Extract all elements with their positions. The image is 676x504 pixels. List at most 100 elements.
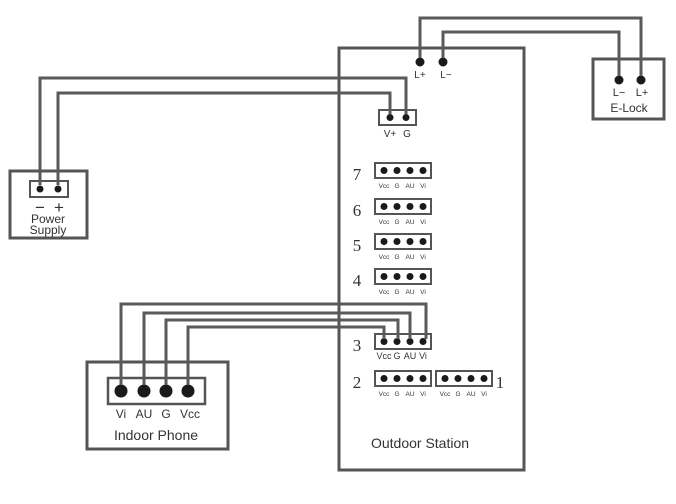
port-1-pin-label-vcc: Vcc (440, 391, 452, 398)
port-5-pin-vi (419, 238, 427, 245)
port-6-pin-label-vcc: Vcc (379, 219, 391, 226)
port-3-pin-label-vi: Vi (419, 351, 427, 361)
port-6-pin-g (393, 203, 401, 210)
port-6-connector (374, 198, 432, 215)
port-1-pin-g (454, 375, 462, 382)
elock-terminal-plus (636, 75, 646, 85)
indoor-pin-g (159, 384, 173, 398)
indoor-phone-box (85, 360, 230, 451)
power-supply-box (8, 169, 89, 240)
lock-terminal-plus-label: L+ (414, 70, 426, 81)
port-6-pin-label-g: G (394, 219, 399, 226)
elock-plus-label: L+ (636, 87, 649, 99)
indoor-pin-label-g: G (161, 407, 170, 421)
port-1-pin-vcc (441, 375, 449, 382)
port-5-pin-au (406, 238, 414, 245)
port-7-pin-vi (419, 167, 427, 174)
port-7-connector (374, 162, 432, 179)
power-input-ground (402, 114, 410, 121)
power-supply-title-2: Supply (30, 223, 67, 237)
port-5-pin-label-vi: Vi (420, 254, 426, 261)
port-2-pin-label-vi: Vi (420, 391, 426, 398)
outdoor-station-title: Outdoor Station (371, 435, 469, 451)
port-2-pin-au (406, 375, 414, 382)
wire-power-minus (38, 76, 408, 185)
power-input-vplus (386, 114, 394, 121)
port-4-pin-label-vcc: Vcc (379, 289, 391, 296)
wire-vcc (186, 325, 386, 385)
power-input-vplus-label: V+ (384, 129, 397, 140)
port-4-connector (374, 268, 432, 285)
wire-power-plus (56, 91, 392, 185)
wires (38, 16, 643, 385)
port-5-pin-vcc (380, 238, 388, 245)
wire-lock-minus (441, 30, 621, 76)
port-7-pin-label-vcc: Vcc (379, 183, 391, 190)
port-4-number: 4 (353, 271, 362, 290)
port-5-connector (374, 233, 432, 250)
port-2-pin-label-au: AU (405, 391, 414, 398)
port-2-pin-g (393, 375, 401, 382)
wire-lock-plus (418, 16, 643, 76)
port-5-pin-label-g: G (394, 254, 399, 261)
port-4-pin-g (393, 273, 401, 280)
indoor-phone-title: Indoor Phone (114, 427, 198, 443)
indoor-pin-au (137, 384, 151, 398)
port-5-pin-label-vcc: Vcc (379, 254, 391, 261)
power-supply-connector (29, 180, 69, 198)
port-7-pin-au (406, 167, 414, 174)
lock-terminal-minus (438, 57, 448, 67)
port-2-connector (374, 370, 432, 387)
port-1-number: 1 (496, 373, 505, 392)
power-supply-minus-label: − (35, 198, 45, 217)
port-1-pin-label-g: G (455, 391, 460, 398)
port-4-pin-au (406, 273, 414, 280)
elock-terminal-minus (614, 75, 624, 85)
port-4-pin-vcc (380, 273, 388, 280)
port-2-pin-label-vcc: Vcc (379, 391, 391, 398)
power-supply-plus-label: + (54, 198, 64, 217)
power-supply-title-1: Power (31, 212, 65, 226)
port-1-pin-vi (480, 375, 488, 382)
port-5-pin-label-au: AU (405, 254, 414, 261)
indoor-pin-vi (114, 384, 128, 398)
port-7-pin-vcc (380, 167, 388, 174)
port-6-pin-vcc (380, 203, 388, 210)
port-2-number: 2 (353, 373, 362, 392)
wire-au (142, 311, 412, 385)
lock-terminal-plus (415, 57, 425, 67)
port-3-connector (374, 333, 432, 350)
elock-minus-label: L− (613, 87, 626, 99)
port-3-pin-vcc (380, 338, 388, 345)
port-4-pin-label-g: G (394, 289, 399, 296)
wire-g (164, 318, 400, 385)
port-7-pin-label-au: AU (405, 183, 414, 190)
port-7-pin-label-vi: Vi (420, 183, 426, 190)
port-6-pin-au (406, 203, 414, 210)
power-input-connector (378, 109, 417, 126)
port-6-pin-vi (419, 203, 427, 210)
port-4-pin-label-vi: Vi (420, 289, 426, 296)
port-5-number: 5 (353, 236, 362, 255)
port-1-pin-label-vi: Vi (481, 391, 487, 398)
port-4-pin-label-au: AU (405, 289, 414, 296)
port-3-pin-g (393, 338, 401, 345)
outdoor-station-box (337, 46, 526, 472)
port-4-pin-vi (419, 273, 427, 280)
port-6-number: 6 (353, 201, 362, 220)
port-1-connector (435, 370, 493, 387)
port-1-pin-au (467, 375, 475, 382)
power-supply-minus-terminal (36, 185, 44, 193)
port-1-pin-label-au: AU (466, 391, 475, 398)
port-2-pin-label-g: G (394, 391, 399, 398)
lock-terminal-minus-label: L− (440, 70, 452, 81)
port-3-number: 3 (353, 336, 362, 355)
